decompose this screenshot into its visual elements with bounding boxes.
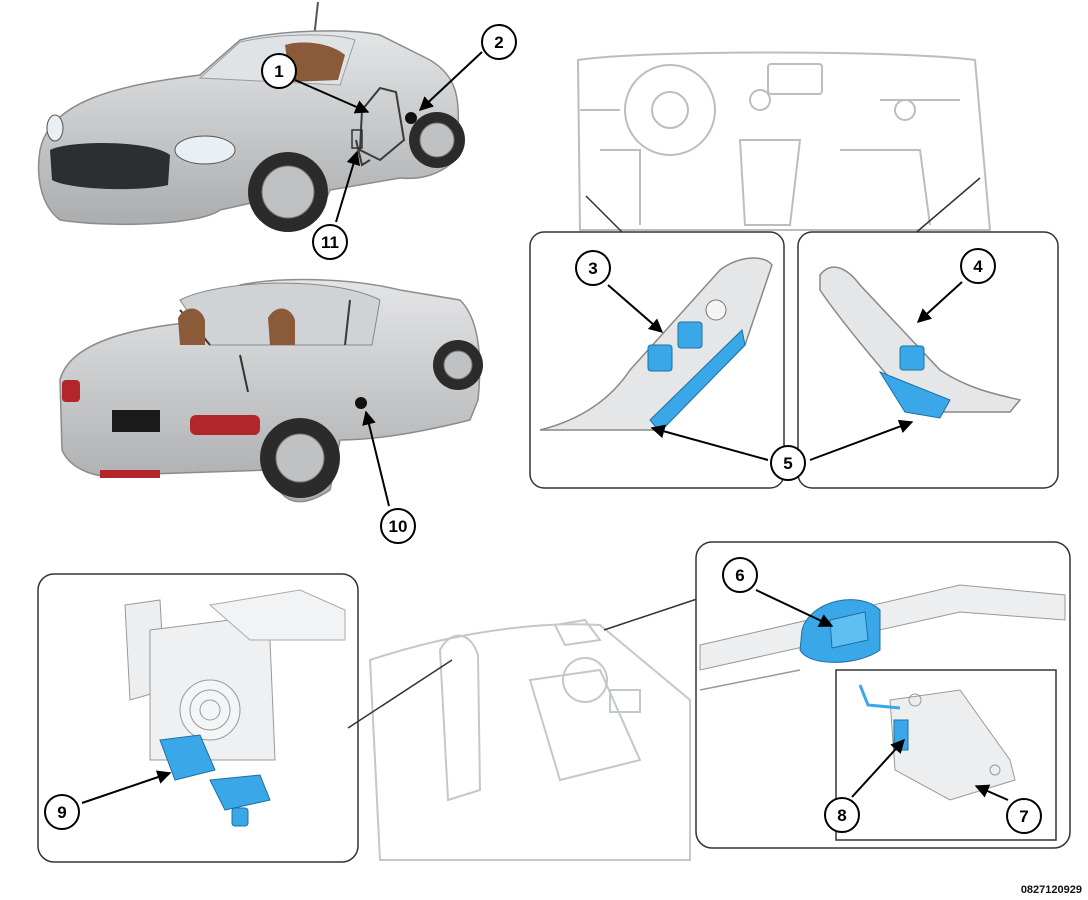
rear-car-illustration [59, 278, 483, 503]
svg-text:1: 1 [274, 62, 283, 81]
svg-text:4: 4 [973, 257, 983, 276]
cabin-interior-line-art [368, 618, 691, 861]
svg-text:11: 11 [321, 233, 339, 252]
top-latch-assembly [858, 684, 1016, 801]
callout-6: 6 [722, 557, 758, 593]
driver-window-switch-bezel [539, 257, 773, 433]
callout-1: 1 [261, 53, 297, 89]
seat-recliner-mechanism [124, 589, 346, 827]
svg-text:3: 3 [588, 259, 597, 278]
callout-7: 7 [1006, 798, 1042, 834]
figure-id: 0827120929 [1020, 884, 1082, 896]
callout-9: 9 [44, 794, 80, 830]
callout-4: 4 [960, 248, 996, 284]
front-car-illustration [37, 1, 465, 232]
svg-text:2: 2 [494, 33, 503, 52]
callout-2: 2 [481, 24, 517, 60]
svg-text:9: 9 [57, 803, 66, 822]
svg-text:10: 10 [389, 517, 408, 536]
callout-3: 3 [575, 250, 611, 286]
callout-11: 11 [312, 224, 348, 260]
callout-5: 5 [770, 445, 806, 481]
svg-text:5: 5 [783, 454, 792, 473]
svg-text:8: 8 [837, 806, 846, 825]
svg-text:7: 7 [1019, 807, 1028, 826]
dashboard-line-art [576, 51, 992, 231]
callout-8: 8 [824, 797, 860, 833]
callout-10: 10 [380, 508, 416, 544]
leader-arrows [81, 51, 1009, 804]
passenger-window-switch-bezel [819, 266, 1022, 419]
svg-text:6: 6 [735, 566, 744, 585]
